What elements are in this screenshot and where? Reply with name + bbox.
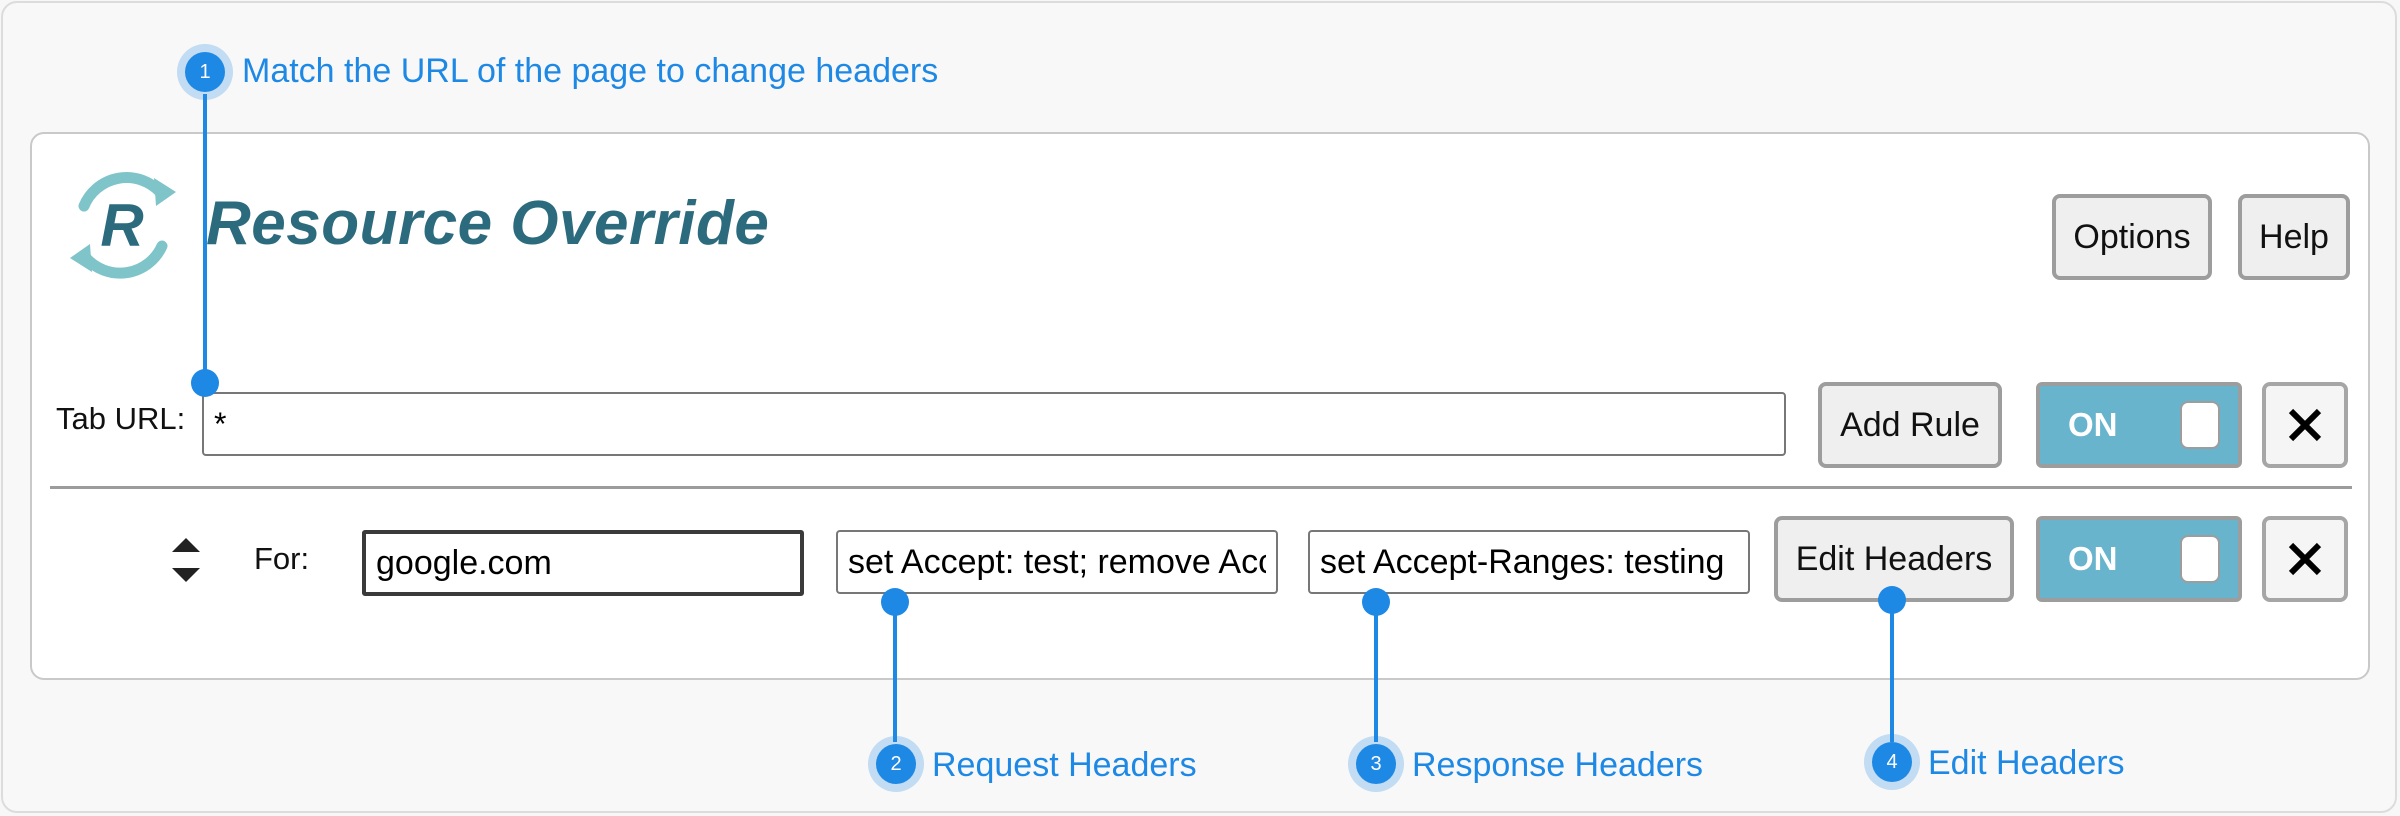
- close-icon: [2288, 542, 2322, 576]
- resource-override-logo: R: [70, 172, 176, 279]
- tab-url-input[interactable]: [202, 392, 1786, 456]
- toggle-label: ON: [2068, 406, 2118, 443]
- app-title: Resource Override: [206, 189, 770, 258]
- tab-url-label: Tab URL:: [56, 401, 186, 436]
- for-label: For:: [254, 541, 310, 576]
- row-divider: [50, 486, 2352, 489]
- request-headers-input[interactable]: [836, 530, 1278, 594]
- response-headers-input[interactable]: [1308, 530, 1750, 594]
- annotation-badge-4: 4: [1864, 734, 1920, 790]
- annotation-line-4: [1890, 602, 1894, 742]
- toggle-knob: [2180, 535, 2220, 583]
- annotation-badge-1: 1: [177, 44, 233, 100]
- match-url-input[interactable]: [362, 530, 804, 596]
- annotation-line-2: [893, 602, 897, 742]
- annotation-dot-2: [881, 588, 909, 616]
- annotation-dot-3: [1362, 588, 1390, 616]
- annotation-text-3: Response Headers: [1412, 746, 1704, 784]
- annotation-line-3: [1374, 602, 1378, 742]
- annotation-text-4: Edit Headers: [1928, 744, 2125, 782]
- add-rule-button[interactable]: Add Rule: [1818, 382, 2002, 468]
- close-icon: [2288, 408, 2322, 442]
- logo-letter: R: [100, 192, 143, 259]
- delete-rule-button[interactable]: [2262, 516, 2348, 602]
- options-button[interactable]: Options: [2052, 194, 2212, 280]
- tab-url-toggle[interactable]: ON: [2036, 382, 2242, 468]
- annotation-badge-2: 2: [868, 736, 924, 792]
- help-button[interactable]: Help: [2238, 194, 2350, 280]
- toggle-knob: [2180, 401, 2220, 449]
- annotation-dot-4: [1878, 586, 1906, 614]
- annotation-badge-3: 3: [1348, 736, 1404, 792]
- annotation-dot-1: [191, 369, 219, 397]
- updown-icon[interactable]: [168, 536, 204, 584]
- toggle-label: ON: [2068, 540, 2118, 577]
- annotation-text-2: Request Headers: [932, 746, 1197, 784]
- delete-tab-button[interactable]: [2262, 382, 2348, 468]
- annotation-line-1: [203, 94, 207, 384]
- annotation-text-1: Match the URL of the page to change head…: [242, 52, 939, 90]
- rule-toggle[interactable]: ON: [2036, 516, 2242, 602]
